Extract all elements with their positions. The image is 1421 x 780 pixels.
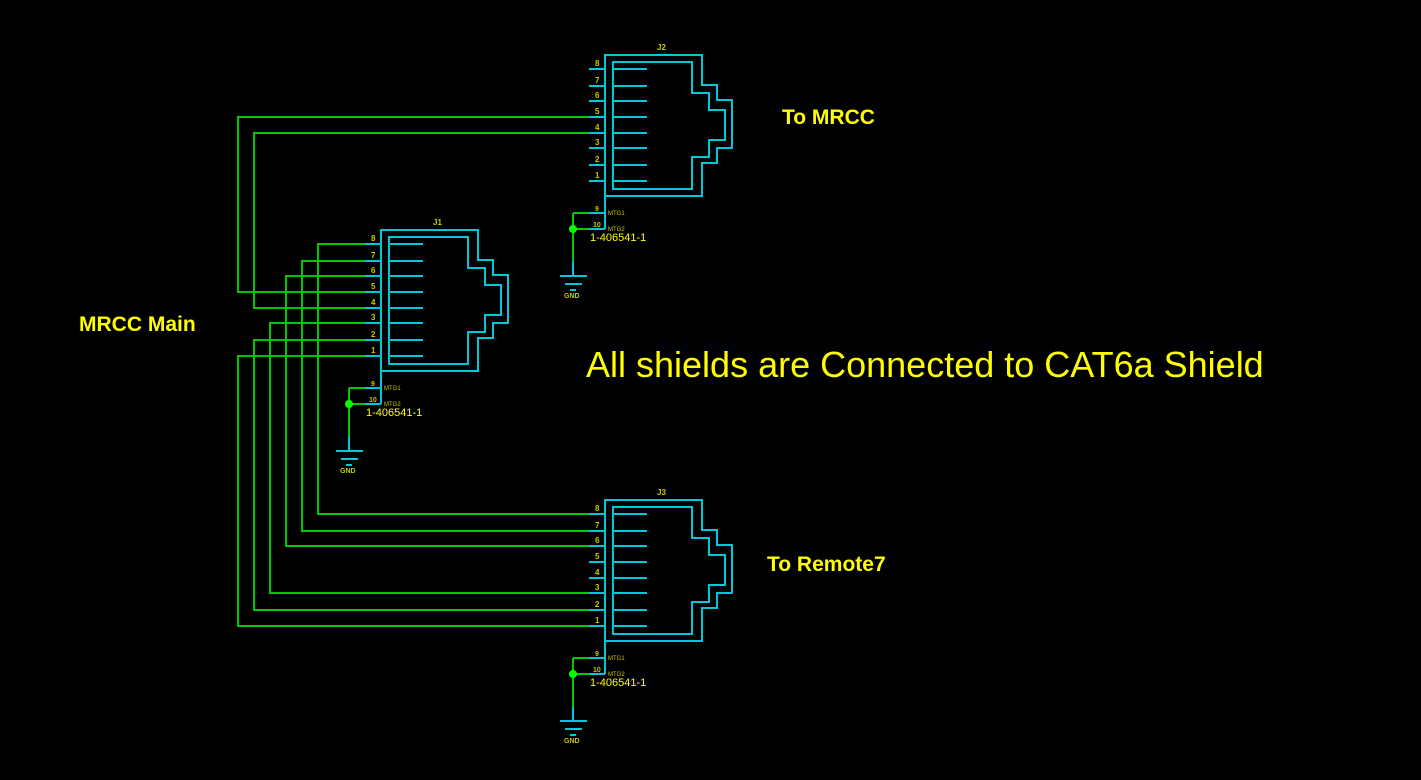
pin-number: 4: [595, 568, 600, 577]
pin-number: 4: [595, 123, 600, 132]
mtg-pin-name: MTG2: [608, 227, 625, 233]
pin-number: 3: [595, 138, 600, 147]
label-mrcc-main: MRCC Main: [79, 313, 196, 336]
mtg-pin-name: MTG2: [608, 672, 625, 678]
junction-dot: [569, 225, 577, 233]
connector-outline-outer: [380, 229, 509, 372]
part-number: 1-406541-1: [590, 677, 646, 689]
pin-number: 1: [371, 346, 376, 355]
mtg-pin-number: 9: [595, 206, 599, 213]
net-J1-6-to-J3-6: [285, 275, 589, 547]
net-J1-2-to-J3-2: [253, 339, 589, 611]
mtg-pin-number: 9: [371, 381, 375, 388]
mtg-pin-name: MTG1: [608, 656, 625, 662]
connector-outline-outer: [604, 54, 733, 197]
gnd-label: GND: [564, 738, 580, 745]
pin-number: 6: [595, 536, 600, 545]
pin-number: 7: [595, 76, 600, 85]
label-to-remote7: To Remote7: [767, 553, 886, 576]
mtg-pin-name: MTG1: [384, 386, 401, 392]
mtg-pin-name: MTG2: [384, 402, 401, 408]
pin-number: 5: [371, 282, 376, 291]
connector-outline-inner: [388, 236, 502, 365]
pin-number: 4: [371, 298, 376, 307]
pin-number: 3: [371, 313, 376, 322]
pin-number: 7: [595, 521, 600, 530]
mtg-pin-number: 10: [369, 397, 377, 404]
mtg-pin-name: MTG1: [608, 211, 625, 217]
pin-number: 8: [595, 59, 600, 68]
pin-number: 2: [595, 600, 600, 609]
pin-number: 5: [595, 552, 600, 561]
pin-number: 8: [595, 504, 600, 513]
junction-dot: [569, 670, 577, 678]
pin-number: 2: [371, 330, 376, 339]
ref-designator: J2: [657, 43, 666, 52]
mtg-pin-number: 10: [593, 667, 601, 674]
pin-number: 2: [595, 155, 600, 164]
pin-number: 1: [595, 171, 600, 180]
label-to-mrcc: To MRCC: [782, 106, 875, 129]
connector-outline-inner: [612, 506, 726, 635]
pin-number: 6: [595, 91, 600, 100]
part-number: 1-406541-1: [366, 407, 422, 419]
gnd-label: GND: [340, 468, 356, 475]
net-J1-3-to-J3-3: [269, 322, 589, 594]
pin-number: 7: [371, 251, 376, 260]
mtg-pin-number: 10: [593, 222, 601, 229]
ref-designator: J1: [433, 218, 442, 227]
net-J2-4-to-J1-4: [253, 132, 589, 309]
net-J1-7-to-J3-7: [301, 260, 589, 532]
label-shield-note: All shields are Connected to CAT6a Shiel…: [586, 344, 1264, 385]
connector-outline-inner: [612, 61, 726, 190]
pin-number: 8: [371, 234, 376, 243]
connectors: J212345678910MTG1MTG21-406541-1GNDJ11234…: [336, 43, 733, 745]
connector-outline-outer: [604, 499, 733, 642]
junction-dot: [345, 400, 353, 408]
pin-number: 3: [595, 583, 600, 592]
net-J1-1-to-J3-1: [237, 355, 589, 627]
part-number: 1-406541-1: [590, 232, 646, 244]
gnd-label: GND: [564, 293, 580, 300]
ref-designator: J3: [657, 488, 666, 497]
mtg-pin-number: 9: [595, 651, 599, 658]
net-J1-8-to-J3-8: [317, 243, 589, 515]
pin-number: 1: [595, 616, 600, 625]
net-J2-5-to-J1-5: [237, 116, 589, 293]
wires: [237, 116, 589, 627]
pin-number: 5: [595, 107, 600, 116]
pin-number: 6: [371, 266, 376, 275]
